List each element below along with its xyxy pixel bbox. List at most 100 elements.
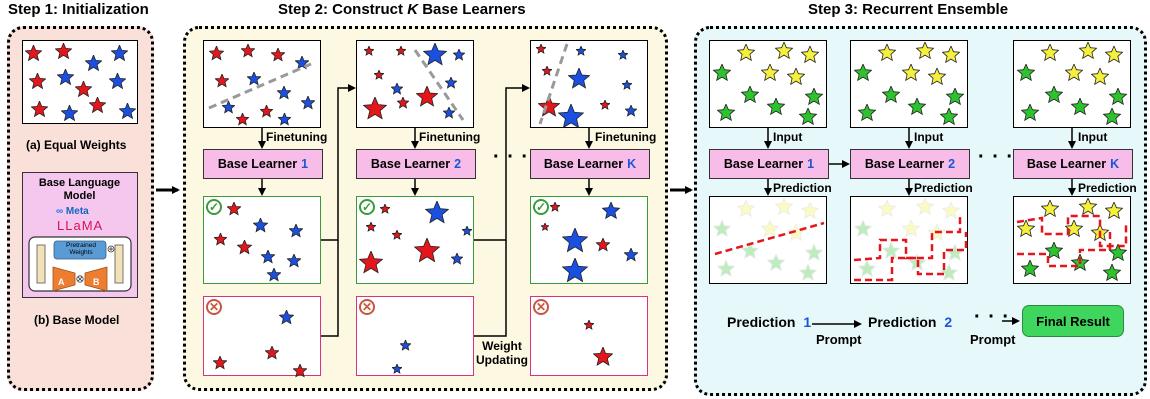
star-icon (1017, 220, 1035, 238)
star-icon (278, 309, 294, 324)
prediction-text: Prediction (727, 314, 796, 330)
star-icon (1041, 200, 1059, 218)
correct-box-2 (356, 196, 474, 284)
star-icon (56, 68, 74, 85)
input-label-k: Input (1078, 130, 1108, 144)
star-icon (801, 202, 819, 220)
wrong-box-1 (203, 296, 321, 378)
star-icon (946, 244, 964, 262)
base-learner-label: Base Learner (723, 157, 804, 171)
star-icon (366, 222, 376, 232)
learner-number: 2 (454, 157, 462, 171)
prediction-label-2: Prediction (914, 181, 973, 195)
star-icon (443, 107, 455, 119)
star-icon (1045, 242, 1063, 260)
star-icon (882, 242, 900, 260)
star-icon (878, 44, 896, 62)
star-icon (761, 64, 779, 82)
star-icon (54, 42, 72, 59)
star-icon (713, 64, 731, 82)
base-learner-label: Base Learner (217, 157, 298, 171)
training-data-box-k (530, 40, 648, 129)
star-icon (399, 339, 411, 351)
base-model-heading: Base Language Model (38, 177, 121, 202)
cross-icon: ✕ (533, 299, 549, 315)
correct-box-k (530, 196, 648, 284)
star-icon (60, 104, 78, 121)
star-icon (799, 108, 817, 126)
prediction-box-1 (709, 196, 827, 284)
finetuning-label-k: Finetuning (595, 130, 657, 144)
star-icon (558, 104, 584, 129)
star-icon (227, 202, 241, 216)
star-icon (271, 48, 285, 62)
check-icon: ✓ (206, 199, 222, 215)
prompt-ellipsis: · · · (974, 306, 1011, 328)
learner-ellipsis: · · · (493, 146, 530, 168)
star-icon (940, 108, 958, 126)
final-result-box: Final Result (1022, 305, 1124, 337)
learner-number: 1 (807, 157, 815, 171)
input-label-1: Input (773, 130, 803, 144)
star-icon (1103, 264, 1121, 282)
star-icon (1017, 64, 1035, 82)
star-icon (1109, 244, 1127, 262)
star-icon (805, 88, 823, 106)
base-model-box: Base Language Model ∞ Meta LLaMA Pretrai… (22, 172, 138, 298)
check-icon: ✓ (533, 199, 549, 215)
star-icon (625, 105, 637, 117)
star-icon (213, 232, 227, 246)
star-icon (916, 198, 934, 216)
star-icon (775, 198, 793, 216)
star-icon (301, 96, 315, 110)
step3-title: Step 3: Recurrent Ensemble (808, 1, 1009, 18)
learner-ellipsis: · · · (978, 146, 1015, 168)
base-learner-label: Base Learner (864, 157, 945, 171)
star-icon (28, 72, 46, 89)
check-icon: ✓ (359, 199, 375, 215)
base-model-caption: (b) Base Model (34, 313, 120, 327)
star-icon (289, 224, 303, 238)
equal-weights-caption: (a) Equal Weights (26, 138, 127, 152)
star-icon (84, 54, 102, 71)
star-icon (767, 254, 785, 272)
learner-number: 1 (301, 157, 309, 171)
correct-box-1 (203, 196, 321, 284)
learner-number: 1 (803, 314, 812, 330)
base-learner-label: Base Learner (370, 157, 451, 171)
star-icon (108, 72, 126, 89)
star-icon (30, 100, 48, 117)
star-icon (88, 96, 106, 113)
star-icon (775, 42, 793, 60)
star-icon (737, 44, 755, 62)
star-icon (453, 49, 465, 61)
star-icon (878, 200, 896, 218)
star-icon (1065, 220, 1083, 238)
star-icon (805, 244, 823, 262)
star-icon (235, 112, 249, 126)
star-icon (928, 68, 946, 86)
step2-title: Step 2: Construct K Base Learners (278, 1, 526, 18)
star-icon (928, 224, 946, 242)
star-icon (799, 264, 817, 282)
training-data-box-2 (356, 40, 474, 128)
star-icon (462, 226, 472, 236)
cross-icon: ✕ (206, 299, 222, 315)
star-icon (916, 42, 934, 60)
star-icon (1071, 98, 1089, 116)
star-icon (221, 100, 235, 114)
base-learner-label: Base Learner (1026, 157, 1107, 171)
star-icon (942, 46, 960, 64)
star-icon (761, 220, 779, 238)
star-icon (74, 80, 92, 97)
star-icon (942, 202, 960, 220)
pretrained-weights-label: Pretrained Weights (66, 242, 96, 256)
lora-b-label: B (93, 277, 100, 287)
input-box-2 (850, 40, 968, 128)
star-icon (215, 74, 229, 88)
prediction-box-2 (850, 196, 968, 284)
star-icon (602, 202, 620, 220)
wrong-box-k (530, 296, 648, 376)
